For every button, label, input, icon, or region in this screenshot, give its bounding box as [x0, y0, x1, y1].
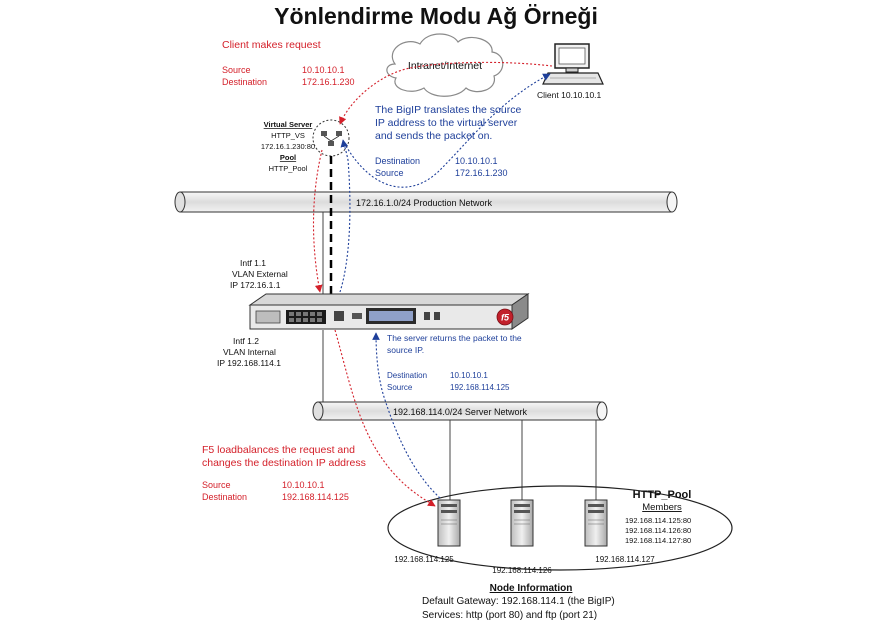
- client-request-dest-key: Destination: [222, 77, 267, 87]
- return-dest-val: 10.10.10.1: [450, 371, 488, 380]
- virtual-server-heading: Virtual Server: [264, 120, 313, 129]
- virtual-server-router-icon: [312, 119, 350, 157]
- loadbalance-line2: changes the destination IP address: [202, 457, 366, 469]
- pool-name: HTTP_Pool: [269, 164, 308, 173]
- production-network-pipe: [174, 191, 678, 213]
- virtual-server-address: 172.16.1.230:80: [261, 142, 315, 151]
- ext-intf-line1: Intf 1.1: [240, 258, 266, 268]
- translate-source-key: Source: [375, 168, 404, 178]
- translate-line3: and sends the packet on.: [375, 130, 492, 142]
- ext-intf-line2: VLAN External: [232, 269, 288, 279]
- server-network-pipe: [312, 401, 608, 421]
- translate-dest-key: Destination: [375, 156, 420, 166]
- request-path-vs-to-bigip: [312, 149, 323, 293]
- server-network-label: 192.168.114.0/24 Server Network: [393, 407, 527, 417]
- pool-member-3: 192.168.114.127:80: [625, 536, 691, 545]
- pool-ellipse: [387, 485, 733, 571]
- production-network-label: 172.16.1.0/24 Production Network: [356, 198, 493, 208]
- return-dest-key: Destination: [387, 371, 427, 380]
- int-intf-line3: IP 192.168.114.1: [217, 358, 281, 368]
- client-request-source-val: 10.10.10.1: [302, 65, 345, 75]
- bigip-device-icon: [248, 293, 530, 330]
- ext-intf-line3: IP 172.16.1.1: [230, 280, 281, 290]
- translate-line1: The BigIP translates the source: [375, 104, 521, 116]
- response-path-bigip-to-vs: [339, 139, 351, 293]
- loadbalance-source-key: Source: [202, 480, 231, 490]
- translate-line2: IP address to the virtual server: [375, 117, 518, 129]
- pool-members-heading: HTTP_Pool: [633, 489, 692, 501]
- return-source-key: Source: [387, 383, 413, 392]
- page-title: Yönlendirme Modu Ağ Örneği: [274, 3, 598, 29]
- server-icon: [437, 499, 461, 547]
- client-request-heading: Client makes request: [222, 39, 321, 51]
- client-request-dest-val: 172.16.1.230: [302, 77, 355, 87]
- node-info-gateway: Default Gateway: 192.168.114.1 (the BigI…: [422, 596, 615, 607]
- loadbalance-line1: F5 loadbalances the request and: [202, 444, 355, 456]
- translate-source-val: 172.16.1.230: [455, 168, 508, 178]
- pool-members-subheading: Members: [642, 502, 682, 513]
- internet-cloud-icon: [386, 33, 504, 97]
- request-path-client-to-vs: [339, 61, 553, 125]
- client-request-source-key: Source: [222, 65, 251, 75]
- int-intf-line2: VLAN Internal: [223, 347, 276, 357]
- loadbalance-source-val: 10.10.10.1: [282, 480, 325, 490]
- pool-heading: Pool: [280, 153, 296, 162]
- translate-dest-val: 10.10.10.1: [455, 156, 498, 166]
- node-info-services: Services: http (port 80) and ftp (port 2…: [422, 610, 597, 621]
- server-icon: [510, 499, 534, 547]
- loadbalance-dest-key: Destination: [202, 492, 247, 502]
- server-2-ip: 192.168.114.126: [492, 566, 552, 575]
- response-path-server-to-bigip: [372, 332, 441, 499]
- return-source-val: 192.168.114.125: [450, 383, 510, 392]
- client-computer-icon: [542, 43, 604, 85]
- loadbalance-dest-val: 192.168.114.125: [282, 492, 349, 502]
- server-3-ip: 192.168.114.127: [595, 555, 655, 564]
- int-intf-line1: Intf 1.2: [233, 336, 259, 346]
- pool-member-2: 192.168.114.126:80: [625, 526, 691, 535]
- pool-member-1: 192.168.114.125:80: [625, 516, 691, 525]
- node-info-heading: Node Information: [490, 583, 573, 594]
- virtual-server-name: HTTP_VS: [271, 131, 305, 140]
- client-label: Client 10.10.10.1: [537, 90, 602, 100]
- return-line2: source IP.: [387, 345, 424, 355]
- server-1-ip: 192.168.114.125: [394, 555, 454, 564]
- return-line1: The server returns the packet to the: [387, 333, 522, 343]
- server-icon: [584, 499, 608, 547]
- request-path-bigip-to-server: [334, 329, 436, 507]
- bigip-logo: f5: [501, 313, 510, 323]
